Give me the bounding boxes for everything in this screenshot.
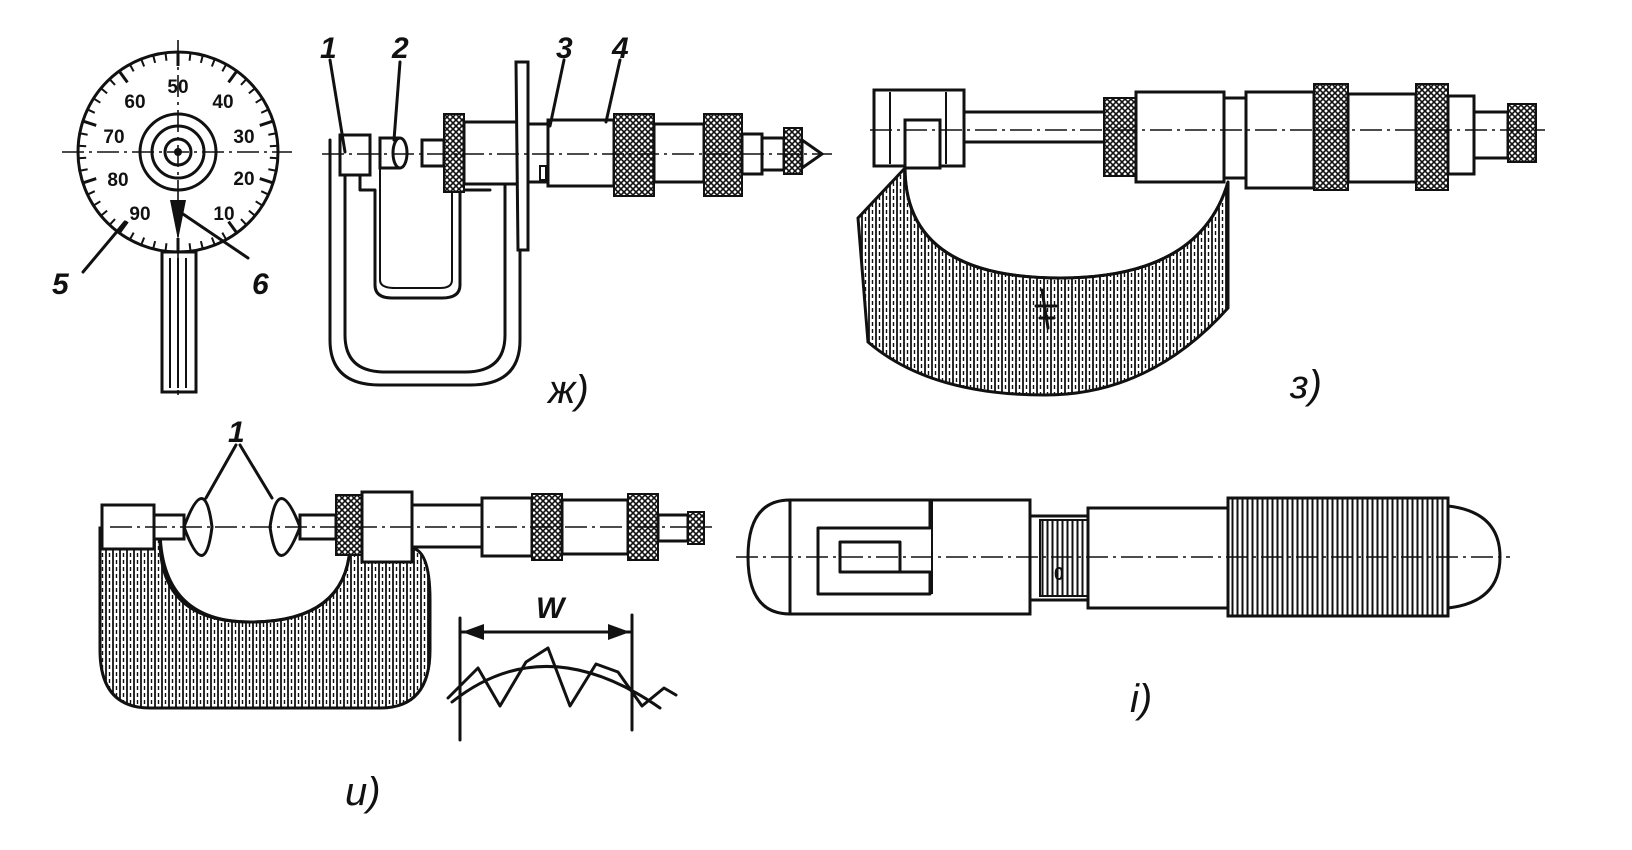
caption-i: и) [345,770,381,814]
dial-tick [210,58,216,67]
dial-tick [269,156,278,160]
leader-line-2 [392,60,402,142]
dial-tick [118,220,129,234]
dial-tick [268,168,277,172]
label-2: 2 [391,32,409,65]
dial-tick [152,240,157,250]
figure-zh: 50 40 30 20 10 90 80 70 60 5 6 [52,32,832,412]
label-3: 3 [556,32,573,65]
figure-i: 1 W и) [98,416,712,814]
dial-tick [82,119,97,127]
dial-tick [248,209,256,217]
dial-tick [128,232,135,241]
caption-i-dot: і) [1130,677,1152,721]
dial-tick [248,87,256,95]
dial-number-30: 30 [233,127,254,148]
dial-tick [268,132,277,136]
dial-tick [260,190,269,196]
dial-tick [255,97,263,104]
label-5: 5 [52,268,70,301]
dial-number-20: 20 [233,169,254,190]
dial-tick [87,190,96,196]
dial-tick [118,70,129,84]
dial-tick [93,200,101,207]
label-6: 6 [252,268,269,301]
dial-number-90: 90 [129,204,150,225]
dial-tick [259,177,274,185]
dial-tick [199,240,204,250]
leader-line-5 [81,220,127,274]
leader-line-3 [548,58,566,128]
dial-number-80: 80 [107,170,128,191]
leader-line-4 [604,58,622,124]
dial-number-60: 60 [124,92,145,113]
dial-tick [259,119,274,127]
label-1-i: 1 [228,416,245,449]
micrometer-side-view: 1 2 3 4 [320,32,832,387]
dial-tick [164,243,168,252]
dial-tick [108,78,116,86]
leader-line-1-left [204,443,238,500]
caption-zh: ж) [546,368,589,412]
dial-tick [140,237,146,246]
dial-tick [260,108,269,114]
dial-tick [93,97,101,104]
leader-line-6 [178,210,250,260]
dial-tick [188,243,192,252]
dial-tick [240,78,248,86]
caption-z: з) [1289,363,1322,407]
dial-number-70: 70 [103,127,124,148]
leader-line-1-right [238,443,274,500]
dial-tick [79,168,88,172]
figure-i-dot: 0 і) [736,496,1510,721]
dial-tick [100,209,108,217]
dial-tick [269,144,278,148]
dial-tick [100,87,108,95]
dial-tick [152,54,157,64]
dial-tick [79,132,88,136]
dial-tick [227,70,238,84]
dial-tick [78,144,87,148]
dial-tick [199,54,204,64]
pitch-arc [450,665,662,710]
micrometer-dial: 50 40 30 20 10 90 80 70 60 5 6 [52,40,292,395]
frame-mark [1034,288,1058,330]
dial-tick [221,232,228,241]
dial-tick [82,177,97,185]
dial-tick [108,218,116,226]
leader-line-1 [328,58,347,154]
dial-tick [188,52,192,61]
dial-tick [255,200,263,207]
dial-tick [78,156,87,160]
dial-tick [128,63,135,72]
dial-tick [140,58,146,67]
label-1: 1 [320,32,337,65]
figure-z: з) [856,83,1545,407]
dial-number-40: 40 [212,92,233,113]
dial-number-10: 10 [213,204,234,225]
dial-tick [221,63,228,72]
dial-number-50: 50 [167,77,188,98]
dial-tick [240,218,248,226]
dial-tick [210,237,216,246]
dial-tick [87,108,96,114]
dial-tick [164,52,168,61]
dimension-w: W [536,592,567,625]
dial-tick [227,220,238,234]
thread-measurement-inset: W [446,592,678,742]
label-4: 4 [611,32,629,65]
sleeve-zero-mark: 0 [1054,564,1064,584]
